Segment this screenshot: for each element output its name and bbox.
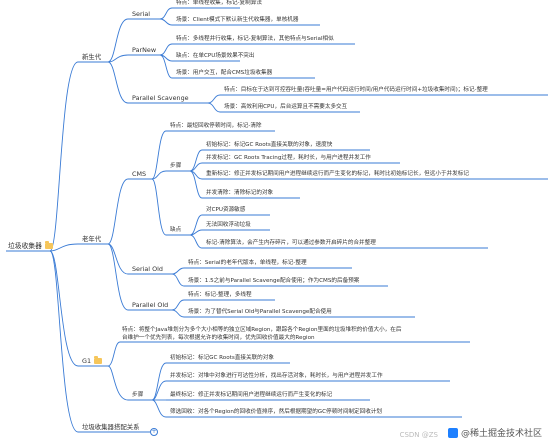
juejin-watermark-text: @稀土掘金技术社区 bbox=[460, 429, 542, 439]
parallel-scavenge-node[interactable]: Parallel Scavenge bbox=[132, 94, 189, 102]
juejin-logo-icon bbox=[447, 427, 458, 438]
root-to-combo bbox=[49, 250, 79, 433]
folder-icon bbox=[94, 356, 103, 364]
g1-feature-line-1: 特点：将整个Java堆划分为多个大小相等的独立区域Region，跟踪各个Regi… bbox=[122, 327, 402, 333]
root-to-g1 bbox=[49, 250, 79, 367]
serial-scene: 场景：Client模式下默认新生代收集器，单核机器 bbox=[176, 17, 299, 23]
parnew-cons: 缺点：在单CPU场景效果不突出 bbox=[176, 53, 255, 59]
cms-node[interactable]: CMS bbox=[132, 170, 147, 178]
g1-node[interactable]: G1 bbox=[80, 356, 104, 365]
folder-icon bbox=[44, 241, 53, 249]
root-node[interactable]: 垃圾收集器 bbox=[6, 241, 55, 251]
old-gen-node[interactable]: 老年代 bbox=[82, 235, 102, 243]
parnew-node[interactable]: ParNew bbox=[132, 46, 157, 54]
parnew-feature: 特点：多线程并行收集，标记-复制算法，其他特点与Serial相似 bbox=[176, 36, 334, 42]
parallel-old-scene: 场景：为了替代Serial Old与Parallel Scavenge配合使用 bbox=[188, 309, 332, 315]
cms-step-4: 并发清除：清除标记的对象 bbox=[206, 190, 274, 196]
root-to-young bbox=[49, 61, 79, 252]
serial-old-node[interactable]: Serial Old bbox=[132, 265, 163, 273]
serial-old-feature: 特点：Serial的老年代版本，单线程，标记-整理 bbox=[188, 260, 307, 266]
cms-cons-1: 对CPU资源敏感 bbox=[206, 207, 246, 213]
parallel-old-node[interactable]: Parallel Old bbox=[132, 301, 169, 309]
cms-step-2: 并发标记：GC Roots Tracing过程，耗时长，与用户进程并发工作 bbox=[206, 155, 371, 161]
cms-feature: 特点：最短回收停顿时间，标记-清除 bbox=[170, 123, 262, 129]
cms-cons-node[interactable]: 缺点 bbox=[170, 227, 182, 233]
root-label: 垃圾收集器 bbox=[8, 242, 42, 250]
cms-step-1: 初始标记：标记GC Roots直接关联的对象，速度快 bbox=[206, 142, 333, 148]
cms-step-3: 重新标记：修正并发标记期间用户进程继续运行而产生变化的标记，耗时比初始标记长，但… bbox=[206, 171, 469, 177]
young-gen-node[interactable]: 新生代 bbox=[82, 53, 102, 61]
parnew-scene: 场景：用户交互，配合CMS垃圾收集器 bbox=[176, 70, 273, 76]
g1-step-4: 筛选回收：对各个Region的回收价值排序，然后根据期望的GC停顿时间制定回收计… bbox=[170, 409, 382, 415]
serial-feature: 特点：单线程收集，标记-复制算法 bbox=[176, 0, 262, 6]
g1-feature-line-2: 台维护一个优先列表，每次根据允许的收集时间，优先回收价值最大的Region bbox=[122, 335, 315, 341]
cms-steps-node[interactable]: 步骤 bbox=[170, 163, 182, 169]
cms-cons-3: 标记-清除算法，会产生内存碎片，可以通过参数开启碎片的合并整理 bbox=[206, 240, 376, 246]
g1-steps-node[interactable]: 步骤 bbox=[132, 392, 144, 398]
juejin-watermark: @稀土掘金技术社区 bbox=[447, 426, 542, 439]
ps-feature: 特点：目标在于达到可控吞吐量(吞吐量=用户代码运行时间/用户代码运行时间+垃圾收… bbox=[224, 87, 488, 93]
parallel-old-feature: 特点：标记-整理，多线程 bbox=[188, 292, 252, 298]
serial-old-scene: 场景：1.5之前与Parallel Scavenge配合使用；作为CMS的后备预… bbox=[188, 278, 360, 284]
root-to-old bbox=[49, 243, 79, 252]
collector-combo-node[interactable]: 垃圾收集器搭配关系 bbox=[82, 423, 140, 431]
cms-cons-2: 无法回收浮动垃圾 bbox=[206, 222, 251, 228]
g1-label: G1 bbox=[82, 357, 92, 365]
g1-step-3: 最终标记：修正并发标记期间用户进程继续运行而产生变化的标记 bbox=[170, 392, 333, 398]
g1-step-1: 初始标记：标记GC Roots直接关联的对象 bbox=[170, 355, 274, 361]
expand-plus-icon[interactable]: + bbox=[150, 428, 158, 436]
serial-node[interactable]: Serial bbox=[132, 10, 151, 18]
ps-scene: 场景：高效利用CPU，后台运算且不需要太多交互 bbox=[224, 104, 348, 110]
csdn-watermark: CSDN @ZS bbox=[399, 431, 438, 439]
g1-step-2: 并发标记：对堆中对象进行可达性分析，找出存活对象，耗时长，与用户进程并发工作 bbox=[170, 373, 383, 379]
